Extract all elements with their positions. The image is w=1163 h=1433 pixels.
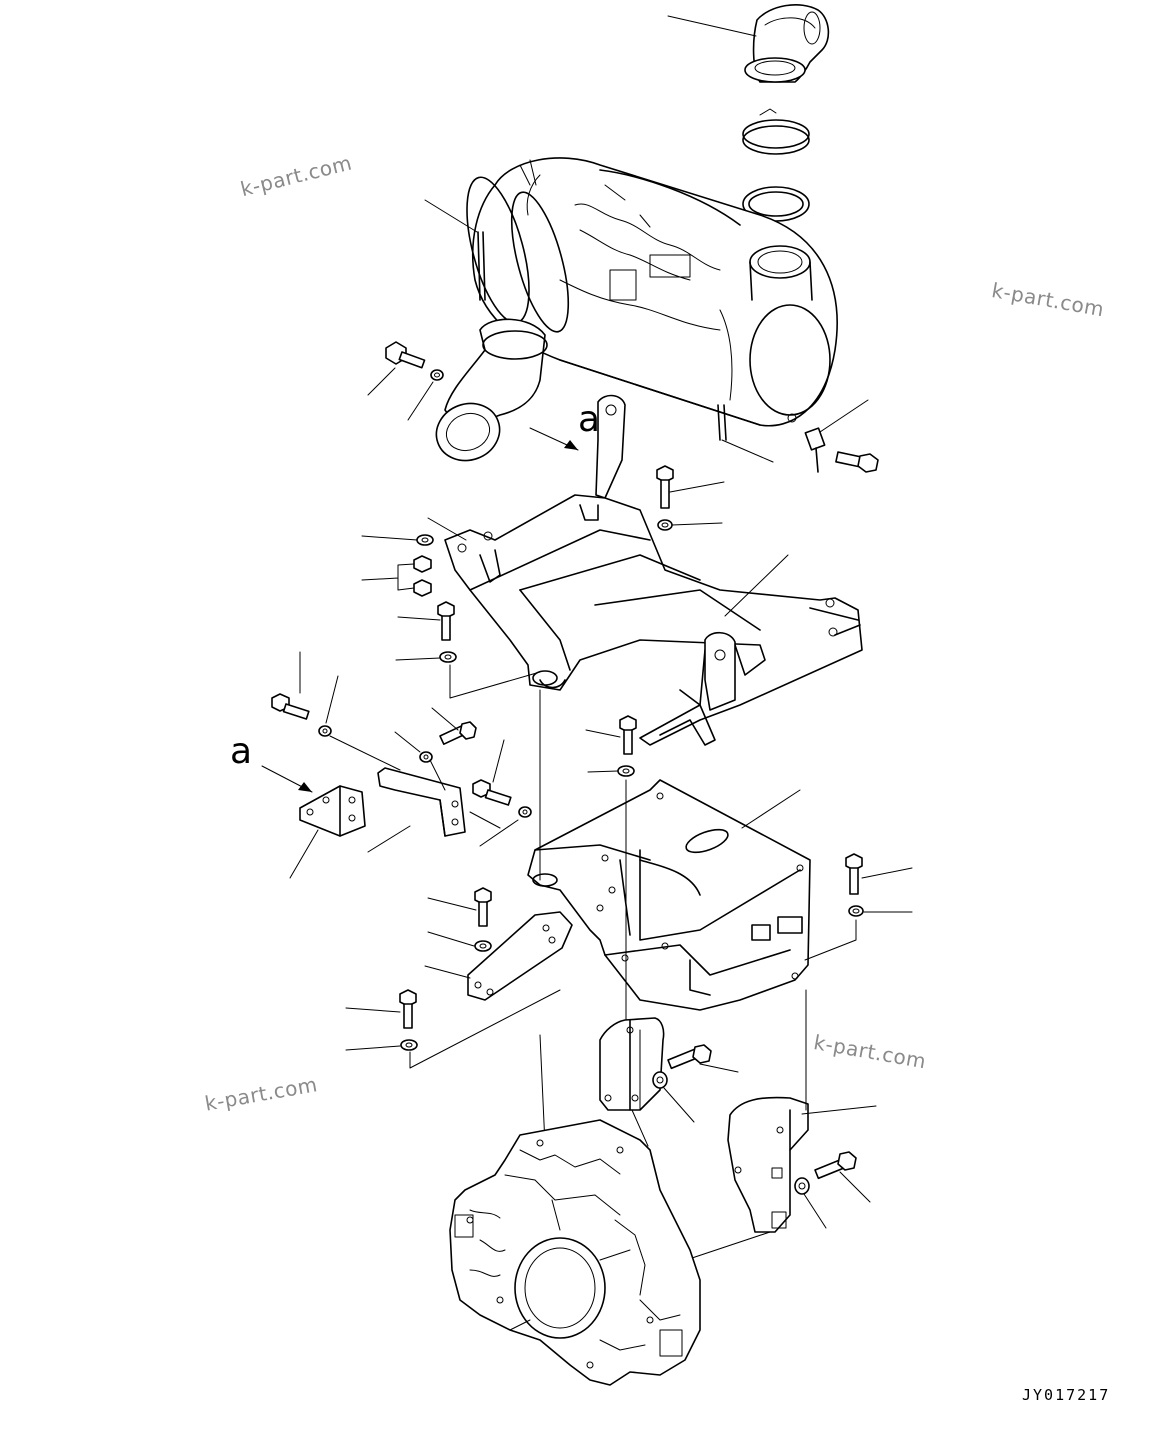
leader-line	[631, 1109, 649, 1147]
drawing-code: JY017217	[1022, 1386, 1111, 1404]
washer	[400, 1039, 418, 1051]
leader-line	[289, 829, 319, 879]
leader-line	[699, 1063, 739, 1073]
inlet-flex-pipe	[435, 318, 548, 462]
hex-bolt	[656, 465, 674, 509]
hex-bolt	[835, 451, 879, 473]
leader-line	[801, 1105, 877, 1115]
small-angle-bracket	[299, 785, 366, 837]
leader-line	[721, 439, 774, 463]
assembly-line	[427, 517, 541, 699]
leader-line	[394, 731, 421, 753]
pipe-clamp-ring	[742, 108, 810, 155]
washer	[419, 751, 433, 763]
hex-bolt	[814, 1151, 857, 1180]
leader-line	[724, 554, 789, 617]
leader-line	[861, 867, 913, 879]
washer	[439, 651, 457, 663]
hex-bolt	[619, 715, 637, 755]
washer	[430, 369, 444, 381]
leader-line	[803, 1193, 827, 1229]
leader-line	[479, 819, 519, 847]
lower-left-bracket	[599, 1017, 665, 1111]
washer	[318, 725, 332, 737]
leader-line	[819, 399, 869, 433]
leader-line	[345, 1045, 401, 1051]
view-arrow	[298, 782, 312, 792]
leader-line	[407, 381, 434, 421]
leader-line	[669, 481, 725, 493]
leader-line	[663, 1087, 695, 1123]
assembly-line	[539, 989, 807, 1263]
assembly-line	[409, 689, 857, 1069]
washer	[518, 806, 532, 818]
washer	[652, 1071, 668, 1089]
leader-line	[397, 616, 441, 621]
hex-bolt	[385, 341, 426, 369]
leader-line	[361, 563, 415, 591]
hex-bolt	[271, 693, 310, 720]
leader-line	[839, 1171, 871, 1203]
leader-line	[492, 739, 505, 783]
leader-line	[741, 789, 801, 829]
leader-line	[367, 367, 396, 396]
exhaust-elbow-pipe	[744, 4, 830, 83]
hex-bolt	[472, 779, 512, 806]
view-arrow	[564, 440, 578, 450]
washer	[848, 905, 864, 917]
leader-line	[367, 825, 411, 853]
upper-mounting-bracket	[444, 394, 863, 746]
hex-bolt	[845, 853, 863, 895]
leader-line	[585, 729, 621, 738]
leader-line	[427, 931, 475, 947]
angle-bracket-plate	[377, 767, 466, 837]
leader-line	[587, 770, 619, 773]
leader-line	[395, 657, 441, 661]
hex-nut	[413, 579, 432, 597]
leader-line	[671, 522, 723, 526]
assembly-line	[329, 735, 501, 829]
clip-bracket	[804, 427, 826, 473]
washer	[617, 765, 635, 777]
washer	[474, 940, 492, 952]
washer	[657, 519, 673, 531]
washer	[416, 534, 434, 546]
view-marker-label: a	[230, 731, 253, 772]
hex-bolt	[399, 989, 417, 1029]
washer	[794, 1177, 810, 1195]
hex-bolt	[437, 601, 455, 641]
leader-line	[431, 707, 459, 731]
leader-line	[667, 15, 757, 37]
aftertreatment-muffler-assembly	[466, 157, 838, 441]
leader-line	[424, 199, 478, 233]
engine-flywheel-housing	[449, 1119, 701, 1386]
hex-bolt	[667, 1044, 712, 1070]
leader-line	[424, 965, 471, 979]
hex-bolt	[439, 721, 477, 745]
view-marker-label: a	[578, 399, 601, 440]
hex-bolt	[474, 887, 492, 927]
hex-nut	[413, 555, 432, 573]
leader-line	[325, 675, 339, 724]
middle-mounting-base	[527, 779, 811, 1011]
leader-line	[361, 535, 418, 541]
support-plate	[467, 911, 573, 1001]
leader-line	[345, 1007, 401, 1013]
lower-right-bracket	[727, 1096, 809, 1233]
leader-line	[427, 897, 477, 911]
